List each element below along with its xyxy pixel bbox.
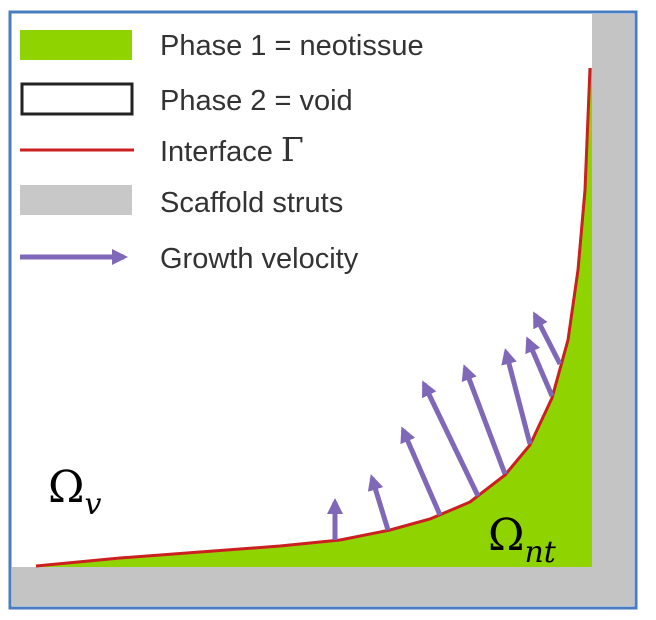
region-label-void: Ωv (48, 462, 101, 522)
legend-swatch-neotissue (20, 30, 132, 60)
growth-arrow (400, 426, 443, 516)
interface-curve (35, 67, 592, 568)
legend-swatch-void (20, 82, 134, 116)
growth-arrow (532, 311, 563, 366)
growth-arrow (421, 380, 481, 498)
legend-label-growth: Growth velocity (160, 243, 359, 275)
growth-arrow (501, 348, 533, 445)
legend-swatch-scaffold (20, 185, 132, 215)
neotissue-region (36, 68, 592, 567)
legend-label-interface-text: Interface (160, 136, 281, 168)
legend-label-interface: Interface Γ (160, 130, 304, 169)
growth-arrows (327, 311, 563, 540)
scaffold-strut-right (592, 14, 634, 606)
legend: Phase 1 = neotissue Phase 2 = void Inter… (20, 30, 424, 275)
growth-arrow (525, 336, 555, 397)
gamma-symbol: Γ (281, 130, 304, 169)
region-label-neotissue: Ωnt (488, 510, 557, 570)
growth-arrow (367, 474, 391, 531)
legend-label-neotissue: Phase 1 = neotissue (160, 30, 424, 62)
legend-label-void: Phase 2 = void (160, 85, 353, 117)
scaffold-strut-bottom (12, 567, 634, 606)
growth-arrow (461, 364, 508, 475)
legend-label-scaffold: Scaffold struts (160, 187, 343, 219)
